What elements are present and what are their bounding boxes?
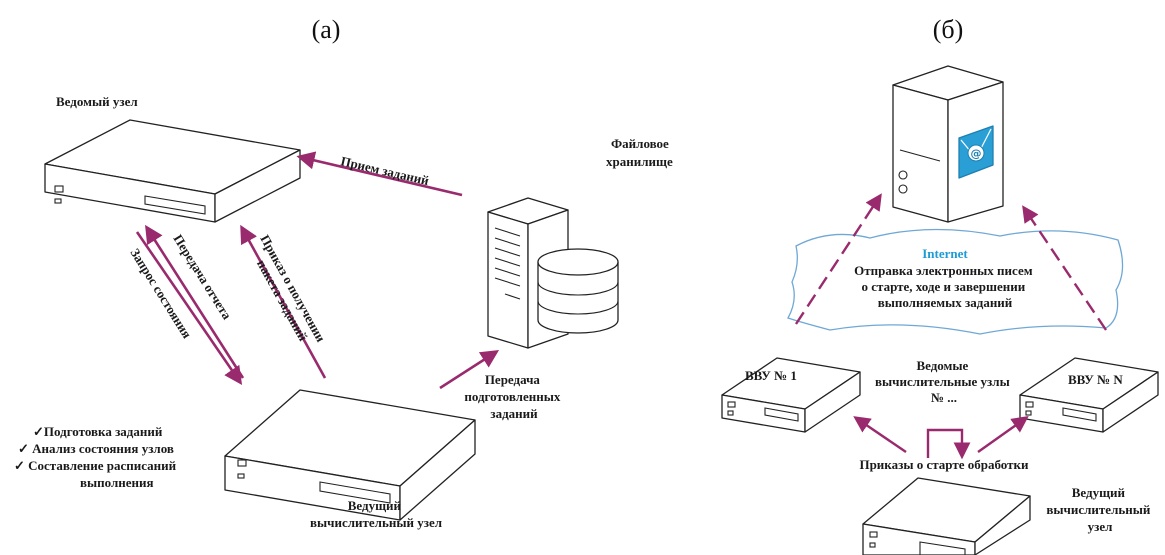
panel-a-caption: (а) xyxy=(312,15,341,44)
svg-text:@: @ xyxy=(971,147,982,160)
arrow-report-transfer xyxy=(135,231,243,386)
master-node-server xyxy=(224,389,476,521)
file-storage-icon xyxy=(487,197,619,349)
slave-node-label: Ведомый узел xyxy=(56,94,138,109)
master-node-b-server xyxy=(862,477,1031,555)
arrow-status-request xyxy=(145,224,245,379)
arrow-package-receipt-label: Приказ о получении пакета заданий xyxy=(244,232,330,354)
arrow-email-nodeN xyxy=(1022,205,1107,331)
slave-node-server xyxy=(44,119,301,223)
arrow-package-receipt xyxy=(240,224,327,379)
arrow-order-node1 xyxy=(853,416,907,453)
arrow-transfer-prepared-label: Передача подготовленных заданий xyxy=(464,372,563,421)
panel-b-caption: (б) xyxy=(933,15,964,44)
arrow-email-node1 xyxy=(794,193,882,325)
master-node-b-label: Ведущий вычислительный узел xyxy=(1046,485,1153,534)
node-n-label: ВВУ № N xyxy=(1068,372,1123,387)
arrow-order-nodeN xyxy=(977,416,1029,453)
node-1-server xyxy=(721,357,861,433)
node-n-server xyxy=(1019,357,1159,433)
mail-server-icon: @ xyxy=(892,65,1004,223)
internet-label: Internet xyxy=(922,246,968,261)
master-checklist: ✓Подготовка заданий ✓ Анализ состояния у… xyxy=(14,424,179,490)
arrow-receive-tasks-label: Прием заданий xyxy=(339,153,431,188)
arrow-transfer-prepared xyxy=(439,350,500,390)
file-storage-label: Файловое хранилище xyxy=(606,136,673,169)
email-description: Отправка электронных писем о старте, ход… xyxy=(854,263,1036,310)
node-1-label: ВВУ № 1 xyxy=(745,368,797,383)
slave-nodes-label: Ведомые вычислительные узлы № ... xyxy=(875,358,1013,405)
arrow-order-middle xyxy=(926,428,971,460)
master-node-label: Ведущий вычислительный узел xyxy=(310,498,442,530)
arrow-receive-tasks xyxy=(296,151,463,197)
start-orders-label: Приказы о старте обработки xyxy=(859,457,1029,472)
